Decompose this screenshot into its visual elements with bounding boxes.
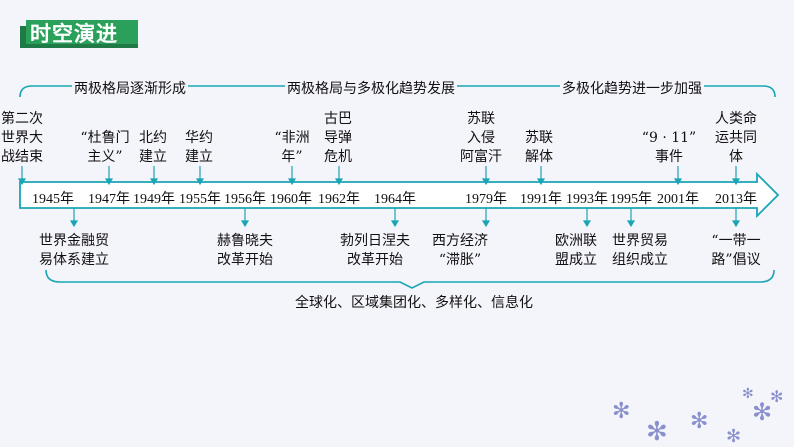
year-label: 1956年 bbox=[224, 188, 266, 208]
svg-text:✻: ✻ bbox=[742, 386, 754, 402]
phase-label: 两极格局与多极化趋势发展 bbox=[285, 78, 457, 98]
year-label: 2001年 bbox=[657, 188, 699, 208]
year-label: 2013年 bbox=[715, 188, 757, 208]
event-above: “杜鲁门 主义” bbox=[80, 129, 129, 167]
year-label: 1964年 bbox=[374, 188, 416, 208]
tick-arrowhead bbox=[71, 221, 77, 226]
snowflake-decor-icon: ✻ ✻ ✻ ✻ ✻ ✻ ✻ bbox=[612, 386, 783, 447]
year-label: 1993年 bbox=[566, 188, 608, 208]
event-above: 古巴 导弹 危机 bbox=[324, 110, 352, 167]
event-below: 世界金融贸 易体系建立 bbox=[39, 232, 109, 270]
event-above: 人类命 运共同 体 bbox=[715, 110, 757, 167]
event-above: 北约 建立 bbox=[139, 129, 167, 167]
event-above: 华约 建立 bbox=[185, 129, 213, 167]
event-below: “一带一 路”倡议 bbox=[711, 232, 760, 270]
year-label: 1979年 bbox=[465, 188, 507, 208]
year-label: 1955年 bbox=[179, 188, 221, 208]
tick-arrowhead bbox=[483, 221, 489, 226]
svg-text:✻: ✻ bbox=[646, 417, 668, 447]
svg-text:✻: ✻ bbox=[612, 399, 630, 424]
event-below: 欧洲联 盟成立 bbox=[555, 232, 597, 270]
event-above: 苏联 解体 bbox=[525, 129, 553, 167]
tick-arrowhead bbox=[733, 221, 739, 226]
year-label: 1995年 bbox=[610, 188, 652, 208]
phase-label: 两极格局逐渐形成 bbox=[72, 78, 188, 98]
tick-arrowhead bbox=[392, 221, 398, 226]
event-above: 苏联 入侵 阿富汗 bbox=[460, 110, 502, 167]
year-label: 1945年 bbox=[32, 188, 74, 208]
year-label: 1949年 bbox=[133, 188, 175, 208]
bottom-bracket bbox=[46, 270, 774, 288]
event-below: 勃列日涅夫 改革开始 bbox=[340, 232, 410, 270]
svg-text:✻: ✻ bbox=[770, 387, 783, 406]
year-label: 1962年 bbox=[318, 188, 360, 208]
event-below: 世界贸易 组织成立 bbox=[612, 232, 668, 270]
tick-arrowhead bbox=[584, 221, 590, 226]
event-below: 赫鲁晓夫 改革开始 bbox=[217, 232, 273, 270]
event-above: “非洲 年” bbox=[274, 129, 309, 167]
event-above: 第二次 世界大 战结束 bbox=[1, 110, 43, 167]
svg-text:✻: ✻ bbox=[690, 409, 708, 434]
year-label: 1947年 bbox=[88, 188, 130, 208]
svg-text:✻: ✻ bbox=[726, 426, 741, 447]
event-below: 西方经济 “滞胀” bbox=[432, 232, 488, 270]
tick-arrowhead bbox=[242, 221, 248, 226]
event-above: “9 · 11” 事件 bbox=[642, 129, 696, 167]
year-label: 1960年 bbox=[270, 188, 312, 208]
tick-arrowhead bbox=[628, 221, 634, 226]
year-label: 1991年 bbox=[520, 188, 562, 208]
phase-label: 多极化趋势进一步加强 bbox=[560, 78, 704, 98]
footer-label: 全球化、区域集团化、多样化、信息化 bbox=[295, 292, 533, 312]
